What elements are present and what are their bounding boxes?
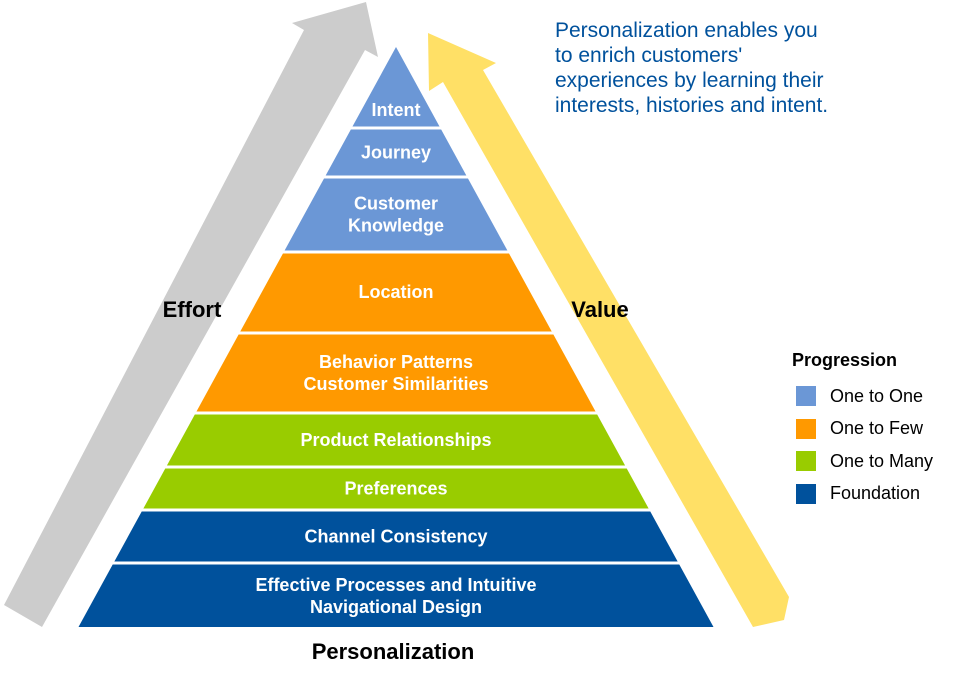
intro-text: Personalization enables you to enrich cu…: [555, 19, 829, 117]
pyramid-layer-line: Product Relationships: [300, 430, 491, 450]
legend-label: Foundation: [830, 483, 921, 504]
pyramid-layer-line: Location: [359, 282, 434, 302]
legend-title: Progression: [792, 350, 898, 370]
pyramid-layer-5: [196, 334, 596, 412]
pyramid-layer-label: Channel Consistency: [304, 527, 487, 547]
legend-item-one-to-few: One to Few: [792, 413, 957, 446]
pyramid-layer-8: [114, 511, 678, 562]
pyramid-layer-line: Knowledge: [348, 216, 444, 236]
pyramid-layer-label: Product Relationships: [300, 430, 491, 450]
pyramid-layer-line: Channel Consistency: [304, 527, 487, 547]
pyramid-layer-9: [78, 564, 714, 627]
effort-arrow: [4, 2, 378, 627]
pyramid-layer-label: Journey: [361, 143, 431, 163]
legend-item-one-to-many: One to Many: [792, 445, 957, 478]
effort-label: Effort: [163, 297, 222, 322]
legend-swatch: [796, 451, 816, 472]
pyramid-caption: Personalization: [312, 639, 475, 664]
pyramid-layer-2: [325, 129, 467, 176]
legend-item-foundation: Foundation: [792, 478, 957, 511]
pyramid-layer-line: Intent: [372, 100, 421, 120]
pyramid-layer-line: Customer: [354, 194, 438, 214]
pyramid-layer-3: [284, 178, 508, 251]
pyramid-layer-label: Intent: [372, 100, 421, 120]
legend-label: One to Many: [830, 450, 934, 471]
pyramid-layer-6: [166, 414, 626, 466]
pyramid-layer-1: [352, 47, 440, 127]
pyramid-layer-line: Journey: [361, 143, 431, 163]
legend-item-one-to-one: One to One: [792, 380, 957, 413]
value-label: Value: [571, 297, 628, 322]
legend-swatch: [796, 386, 816, 407]
legend-swatch: [796, 418, 816, 439]
pyramid-layer-label: Preferences: [344, 479, 447, 499]
legend-label: One to Few: [830, 418, 924, 439]
legend-swatch: [796, 483, 816, 504]
legend-label: One to One: [830, 385, 924, 406]
pyramid-layer-line: Preferences: [344, 479, 447, 499]
pyramid-layer-line: Navigational Design: [310, 597, 482, 617]
pyramid-layer-7: [143, 468, 649, 509]
pyramid-layer-label: Location: [359, 282, 434, 302]
pyramid-layer-line: Effective Processes and Intuitive: [255, 575, 536, 595]
pyramid-layer-4: [240, 253, 552, 332]
pyramid-layer-line: Behavior Patterns: [319, 352, 473, 372]
pyramid-layer-line: Customer Similarities: [303, 374, 488, 394]
value-arrow: [428, 33, 789, 627]
